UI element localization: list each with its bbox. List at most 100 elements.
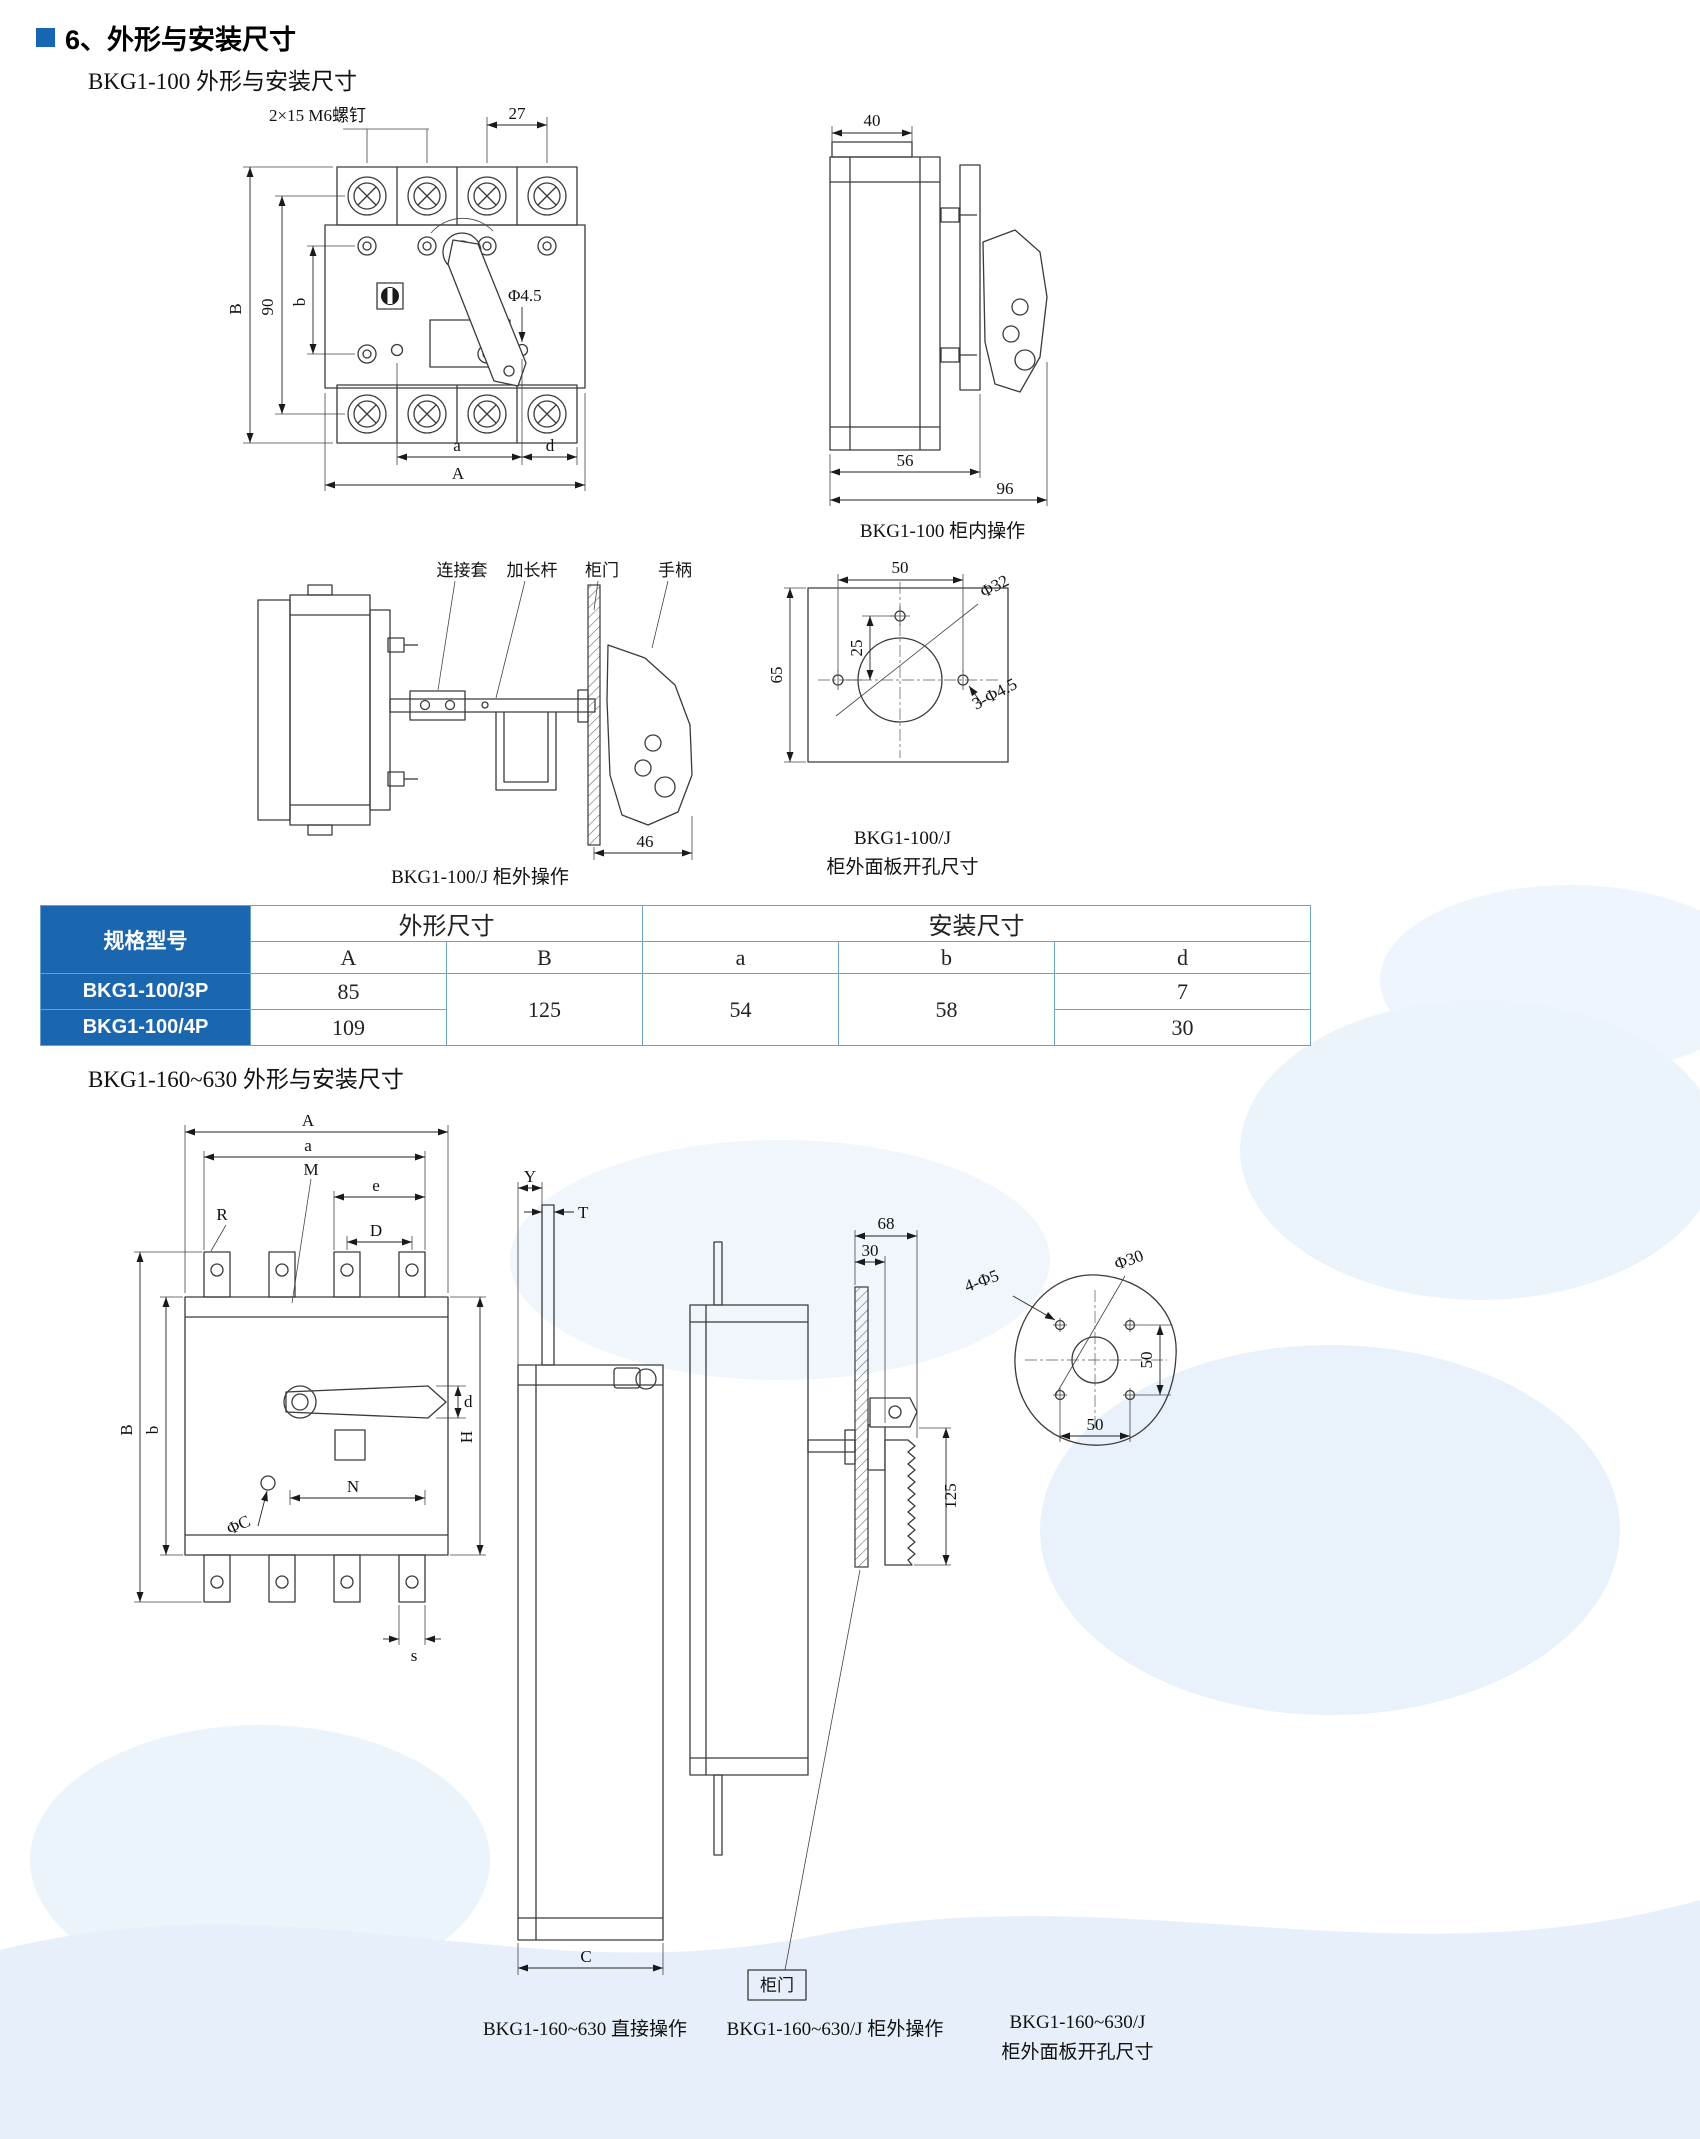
cabinet-door-plate [854, 1286, 869, 1568]
extension-rod-label: 加长杆 [507, 561, 558, 580]
dim-label: b [290, 298, 309, 307]
cabinet-door-label: 柜门 [760, 1976, 794, 1995]
model-cell-4p: BKG1-100/4P [40, 1009, 251, 1046]
dim-label: 56 [897, 451, 914, 470]
dim-label: B [226, 303, 245, 314]
front-view-dimensions: 2×15 M6螺钉 27 B 90 b Φ4.5 a d A [226, 105, 586, 491]
table-group-mount: 安装尺寸 [642, 905, 1311, 942]
body-and-terminals [184, 1251, 449, 1603]
spec-table: 规格型号 外形尺寸 安装尺寸 A B a b d BKG1-100/3P 85 … [40, 905, 1311, 1046]
value-A-3p: 85 [250, 973, 447, 1010]
section-title: 6、外形与安装尺寸 [65, 25, 297, 55]
handle-label: 手柄 [658, 561, 692, 580]
shaft-and-coupling [389, 690, 596, 791]
dim-label: 125 [941, 1483, 960, 1509]
caption-bkg1-160-630j-operation: BKG1-160~630/J 柜外操作 [726, 2019, 944, 2040]
table-group-outline: 外形尺寸 [250, 905, 643, 942]
dim-label: d [546, 436, 555, 455]
front-dimensions: A a M e R D B b ΦC N d H s [118, 1111, 486, 1665]
table-row: BKG1-100/4P 109 30 [40, 1009, 1311, 1046]
caption-line-2: 柜外面板开孔尺寸 [1001, 2042, 1154, 2063]
cabinet-door-label: 柜门 [585, 561, 619, 580]
cutout-geometry [818, 582, 998, 758]
fig-bkg1-100-side-view: 40 56 96 [829, 112, 1048, 506]
dim-label: 50 [1137, 1352, 1156, 1369]
value-b: 58 [838, 973, 1055, 1046]
value-d-4p: 30 [1054, 1009, 1311, 1046]
indicator-slot [387, 288, 393, 304]
dim-label: H [457, 1431, 476, 1443]
dim-label: Φ32 [977, 571, 1012, 602]
dim-label: a [304, 1136, 312, 1155]
front-view-outline [324, 166, 586, 444]
dimensions: 68 30 125 柜门 [747, 1214, 960, 2001]
dim-label: N [347, 1477, 359, 1496]
caption-direct-operation: BKG1-160~630 直接操作 [483, 2019, 687, 2040]
dim-label: e [372, 1176, 380, 1195]
caption-line-2: 柜外面板开孔尺寸 [826, 857, 979, 878]
side-dimensions: Y T C [517, 1170, 664, 1975]
dim-label: Φ4.5 [508, 286, 542, 305]
dim-label: A [302, 1111, 315, 1130]
dim-label: 25 [847, 640, 866, 657]
dim-label: A [452, 464, 465, 483]
cutout-geometry [1025, 1290, 1167, 1430]
dim-label: a [453, 436, 461, 455]
table-row: BKG1-100/3P 85 125 54 58 7 [40, 973, 1311, 1046]
table-col-d: d [1054, 941, 1311, 974]
section-bullet-square [36, 28, 55, 47]
dim-label: 30 [862, 1241, 879, 1260]
dim-label: d [464, 1392, 473, 1411]
side-view-handle [982, 229, 1048, 393]
fig-bkg1-100j-cutout: 50 Φ32 3-Φ4.5 25 65 [770, 558, 1020, 763]
dim-label: 46 [637, 832, 654, 851]
table-col-a: a [642, 941, 839, 974]
dim-label: 65 [770, 667, 786, 684]
fig-bkg1-160-630-front-view: A a M e R D B b ΦC N d H s [118, 1111, 486, 1665]
part-labels: 连接套 加长杆 柜门 手柄 [437, 561, 692, 699]
dim-label: 68 [878, 1214, 895, 1233]
cutout-dimensions: Φ30 4-Φ5 50 50 [962, 1250, 1171, 1442]
value-A-4p: 109 [250, 1009, 447, 1046]
table-header-model: 规格型号 [40, 905, 251, 974]
table-col-B: B [446, 941, 643, 974]
value-d-3p: 7 [1054, 973, 1311, 1010]
section-header: 6、外形与安装尺寸 [36, 18, 296, 57]
table-col-b: b [838, 941, 1055, 974]
door-bezel [577, 689, 589, 723]
fig-bkg1-100-front-view: 2×15 M6螺钉 27 B 90 b Φ4.5 a d A [226, 105, 586, 491]
caption-bkg1-100j-operation: BKG1-100/J 柜外操作 [391, 867, 569, 888]
fig-bkg1-160-630j-cutout: Φ30 4-Φ5 50 50 [962, 1250, 1177, 1446]
dim-label: 4-Φ5 [962, 1266, 1001, 1296]
panel-blob [1014, 1274, 1177, 1446]
cabinet-door-plate [587, 584, 601, 846]
dim-label: Φ30 [1112, 1250, 1146, 1274]
dim-label: R [216, 1205, 228, 1224]
caption-line-1: BKG1-100/J [853, 828, 952, 849]
external-handle [606, 644, 693, 826]
caption-bkg1-100-in-cabinet: BKG1-100 柜内操作 [859, 521, 1026, 542]
fig-bkg1-160-630-side-view: Y T C [517, 1170, 664, 1975]
operating-lever [283, 1385, 447, 1419]
caption-bkg1-100j-cutout: BKG1-100/J 柜外面板开孔尺寸 [770, 824, 1035, 882]
dim-label: 27 [509, 105, 527, 123]
value-a: 54 [642, 973, 839, 1046]
dim-label: 50 [1087, 1415, 1104, 1434]
external-handle-assembly [867, 1397, 918, 1566]
subtitle-bkg1-100: BKG1-100 外形与安装尺寸 [88, 69, 357, 94]
switch-body-side [257, 584, 418, 836]
caption-bkg1-160-630j-cutout: BKG1-160~630/J 柜外面板开孔尺寸 [955, 2008, 1200, 2068]
panel-plate [807, 587, 1009, 763]
dim-label: 2×15 M6螺钉 [269, 106, 366, 125]
dim-label: b [143, 1426, 162, 1435]
switch-body [689, 1241, 856, 1856]
model-cell-3p: BKG1-100/3P [40, 973, 251, 1010]
fig-bkg1-160-630j-operation: 68 30 125 柜门 [689, 1214, 960, 2001]
dim-label: T [578, 1203, 589, 1222]
dim-label: 50 [892, 558, 909, 577]
dim-label: B [118, 1424, 136, 1435]
rotary-handle [430, 217, 527, 387]
dim-label: 96 [997, 479, 1014, 498]
